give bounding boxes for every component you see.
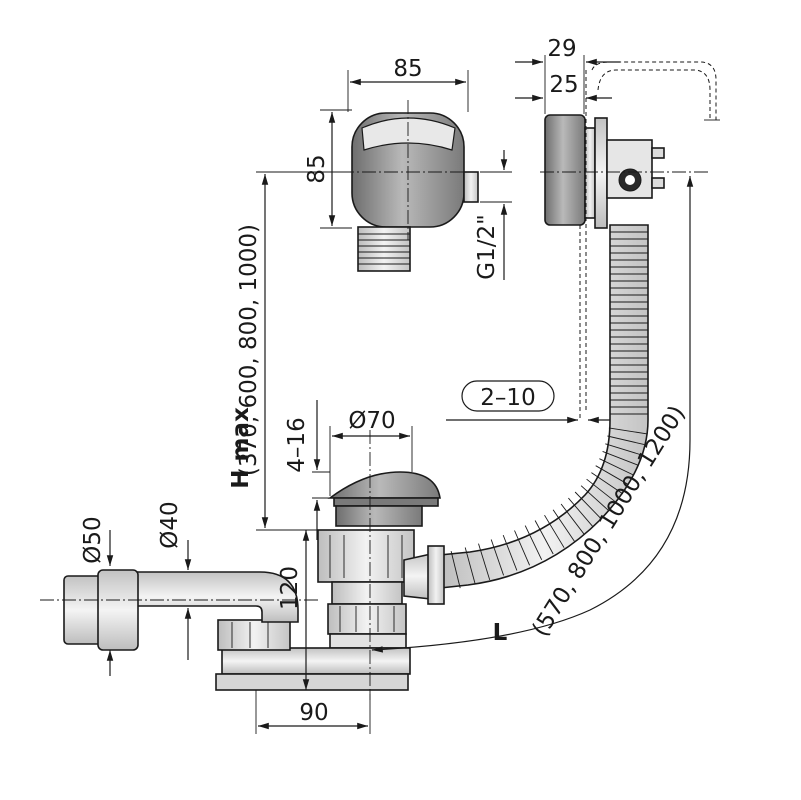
dim-inner-depth: 25 [549,72,578,98]
dim-outlet-inner: Ø40 [157,501,183,548]
dim-overflow-height: 85 [304,154,330,183]
h-max-label: H max [228,407,254,489]
dim-overflow-width: 85 [393,56,422,82]
dim-outer-depth: 29 [547,36,576,62]
dim-cap-diameter: Ø70 [348,408,395,434]
dim-overflow-thread: G1/2" [474,214,500,279]
dim-outlet-outer: Ø50 [80,516,106,563]
dim-trap-width: 90 [299,700,328,726]
dim-cap-lift: 4–16 [284,417,310,472]
dim-wall-thickness: 2–10 [480,385,535,411]
dim-trap-height: 120 [277,566,303,610]
overflow-side-view [544,114,665,229]
waste-trap [63,471,445,691]
overflow-head [351,112,479,272]
length-label: L [493,620,508,646]
h-max-values-visible: (370, 600, 800, 1000) [236,224,262,476]
